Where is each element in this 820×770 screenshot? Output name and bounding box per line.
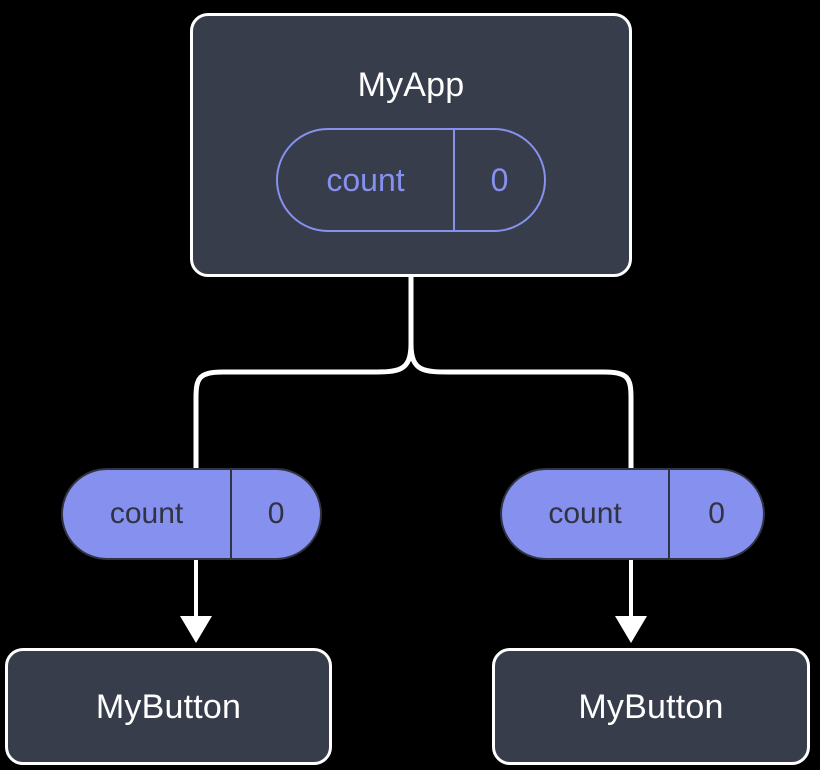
- state-pill-myapp-key: count: [278, 130, 456, 230]
- node-myapp-label: MyApp: [357, 66, 465, 104]
- state-pill-child-left-count[interactable]: count 0: [61, 468, 322, 560]
- node-mybutton-right-label: MyButton: [578, 687, 724, 726]
- state-pill-myapp-count[interactable]: count 0: [276, 128, 546, 232]
- state-pill-child-left-value: 0: [267, 497, 285, 530]
- state-pill-child-left-key: count: [63, 470, 233, 558]
- arrow-head-right-icon: [615, 616, 647, 643]
- state-pill-myapp-value: 0: [490, 162, 509, 198]
- state-pill-child-right-value: 0: [708, 497, 725, 530]
- edge-fork-left: [193, 341, 414, 471]
- arrow-head-left-icon: [180, 616, 212, 643]
- state-pill-child-right-count[interactable]: count 0: [500, 468, 765, 560]
- edge-fork-right: [408, 341, 634, 471]
- node-mybutton-left[interactable]: MyButton: [5, 648, 332, 765]
- node-mybutton-left-label: MyButton: [95, 687, 242, 726]
- node-mybutton-right[interactable]: MyButton: [492, 648, 810, 765]
- state-pill-child-right-key: count: [502, 470, 671, 558]
